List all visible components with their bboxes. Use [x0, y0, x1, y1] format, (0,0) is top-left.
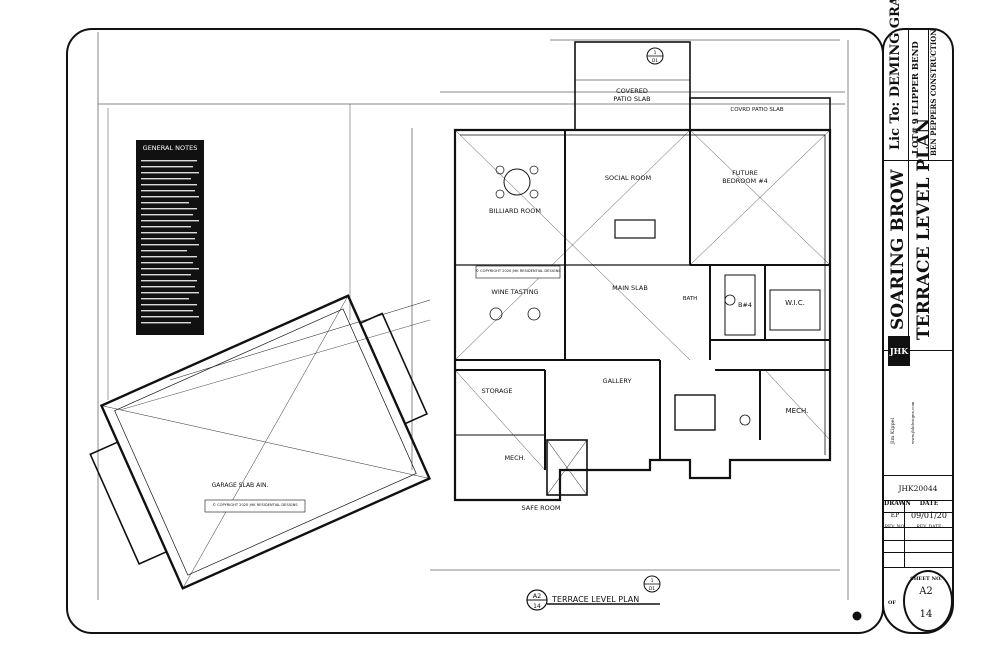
plan-callout-number: A2	[533, 592, 542, 600]
date-label: DATE	[919, 500, 939, 507]
designer-name: Jim Kippel	[890, 417, 896, 444]
future-bedroom-label-2: BEDROOM #4	[722, 177, 768, 185]
covered-patio-label-2: PATIO SLAB	[613, 95, 650, 103]
sheet-of-label: OF	[888, 600, 896, 606]
mech-room-label: MECH.	[504, 454, 525, 462]
copyright-note-garage: © COPYRIGHT 2020 JHK RESIDENTIAL DESIGNS	[212, 503, 298, 507]
wic-label: W.I.C.	[785, 299, 805, 307]
job-number: JHK20044	[898, 484, 938, 493]
sheet-number-circle	[903, 570, 953, 632]
covrd-patio-label: COVRD PATIO SLAB	[730, 107, 783, 113]
designer-website: www.jhkdesigns.com	[910, 401, 915, 444]
sheet-total: 14	[919, 609, 933, 620]
designer-logo: JHK	[888, 336, 910, 366]
future-bedroom-label: FUTURE	[732, 169, 758, 177]
project-name: SOARING BROW	[888, 169, 908, 330]
bath-4-label: B#4	[738, 301, 752, 309]
storage-label: STORAGE	[482, 387, 513, 395]
section-marker-top-sheet: D1	[652, 58, 658, 64]
sheet-number: A2	[919, 586, 933, 597]
revision-date-label: REV. DATE	[916, 525, 942, 530]
billiard-room-label: BILLIARD ROOM	[489, 207, 541, 215]
mech-room-2-label: MECH.	[786, 407, 809, 415]
bath-label: BATH	[683, 296, 698, 302]
social-room-label: SOCIAL ROOM	[605, 174, 651, 182]
sheet-title: TERRACE LEVEL PLAN	[914, 118, 934, 340]
drawn-by: EP	[890, 512, 900, 519]
drawing-date: 09/01/20	[911, 511, 947, 520]
plan-title-label: TERRACE LEVEL PLAN	[551, 595, 639, 604]
safe-room-label: SAFE ROOM	[522, 504, 561, 512]
covered-patio-label: COVERED	[616, 87, 648, 95]
sheet-number-label: SHEET NO.	[910, 576, 942, 582]
drawn-label: DRAWN	[884, 500, 911, 507]
copyright-note-main: © COPYRIGHT 2020 JHK RESIDENTIAL DESIGNS	[475, 269, 561, 273]
section-marker-bottom-sheet: D1	[649, 586, 655, 592]
license-holder: Lic To: DEMING GRAY	[888, 0, 903, 150]
section-marker-top-number: 1	[654, 50, 657, 56]
gallery-label: GALLERY	[603, 377, 632, 385]
section-marker-bottom-number: 1	[651, 578, 654, 584]
revision-number-label: REV. NO.	[884, 525, 906, 530]
general-notes-title: GENERAL NOTES	[143, 144, 198, 152]
garage-slab-label: GARAGE SLAB AIN.	[212, 482, 269, 489]
wine-tasting-label: WINE TASTING	[491, 288, 538, 296]
main-slab-label: MAIN SLAB	[612, 284, 648, 292]
plan-callout-sheet: 14	[533, 603, 541, 610]
title-block	[882, 28, 954, 634]
